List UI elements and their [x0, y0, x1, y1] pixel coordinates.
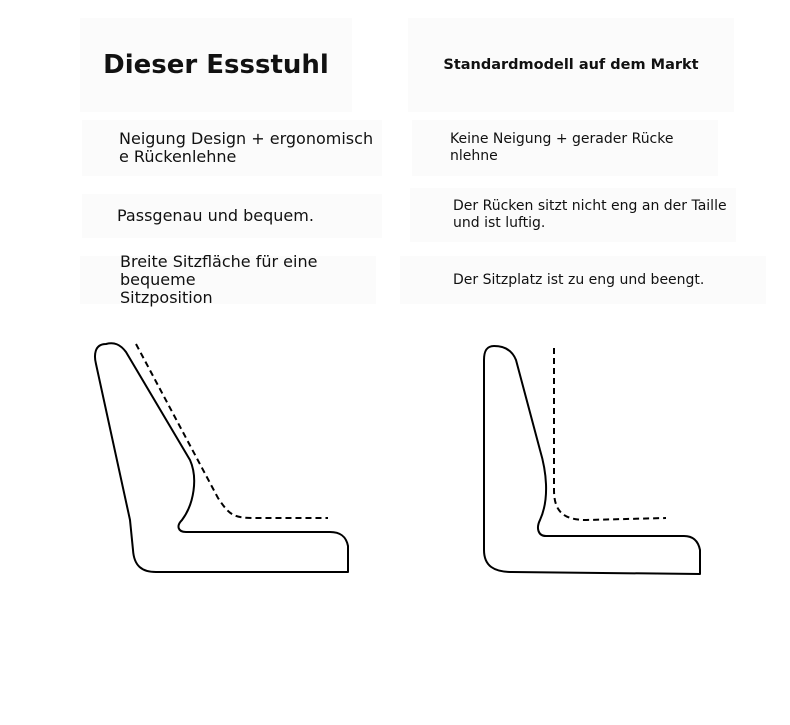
- this-chair-title: Dieser Essstuhl: [103, 50, 329, 80]
- standard-model-title: Standardmodell auf dem Markt: [443, 57, 699, 73]
- this-chair-header: Dieser Essstuhl: [80, 18, 352, 112]
- row-2-left-text: Passgenau und bequem.: [117, 206, 314, 225]
- row-3-right-text: Der Sitzplatz ist zu eng und beengt.: [453, 271, 705, 288]
- row-1-right-text: Keine Neigung + gerader Rücke nlehne: [450, 131, 674, 164]
- tilted-chair-diagram: [94, 342, 349, 573]
- row-1-left-text: Neigung Design + ergonomisch e Rückenleh…: [119, 129, 374, 166]
- row-2-right-text: Der Rücken sitzt nicht eng an der Taille…: [453, 198, 727, 231]
- tilted-chair-outline: [94, 342, 349, 573]
- straight-chair-contour-line: [553, 348, 667, 522]
- comparison-row-3-right: Der Sitzplatz ist zu eng und beengt.: [400, 256, 766, 304]
- comparison-row-2-left: Passgenau und bequem.: [82, 194, 382, 238]
- comparison-row-3-left: Breite Sitzfläche für eine bequeme Sitzp…: [80, 252, 376, 307]
- row-3-left-text: Breite Sitzfläche für eine bequeme Sitzp…: [120, 252, 318, 307]
- straight-chair-outline: [483, 345, 701, 575]
- comparison-row-2-right: Der Rücken sitzt nicht eng an der Taille…: [410, 188, 736, 242]
- standard-model-header: Standardmodell auf dem Markt: [408, 18, 734, 112]
- straight-chair-diagram: [483, 345, 701, 575]
- tilted-chair-contour-line: [135, 343, 328, 519]
- comparison-row-1-left: Neigung Design + ergonomisch e Rückenleh…: [82, 120, 382, 176]
- comparison-row-1-right: Keine Neigung + gerader Rücke nlehne: [412, 120, 718, 176]
